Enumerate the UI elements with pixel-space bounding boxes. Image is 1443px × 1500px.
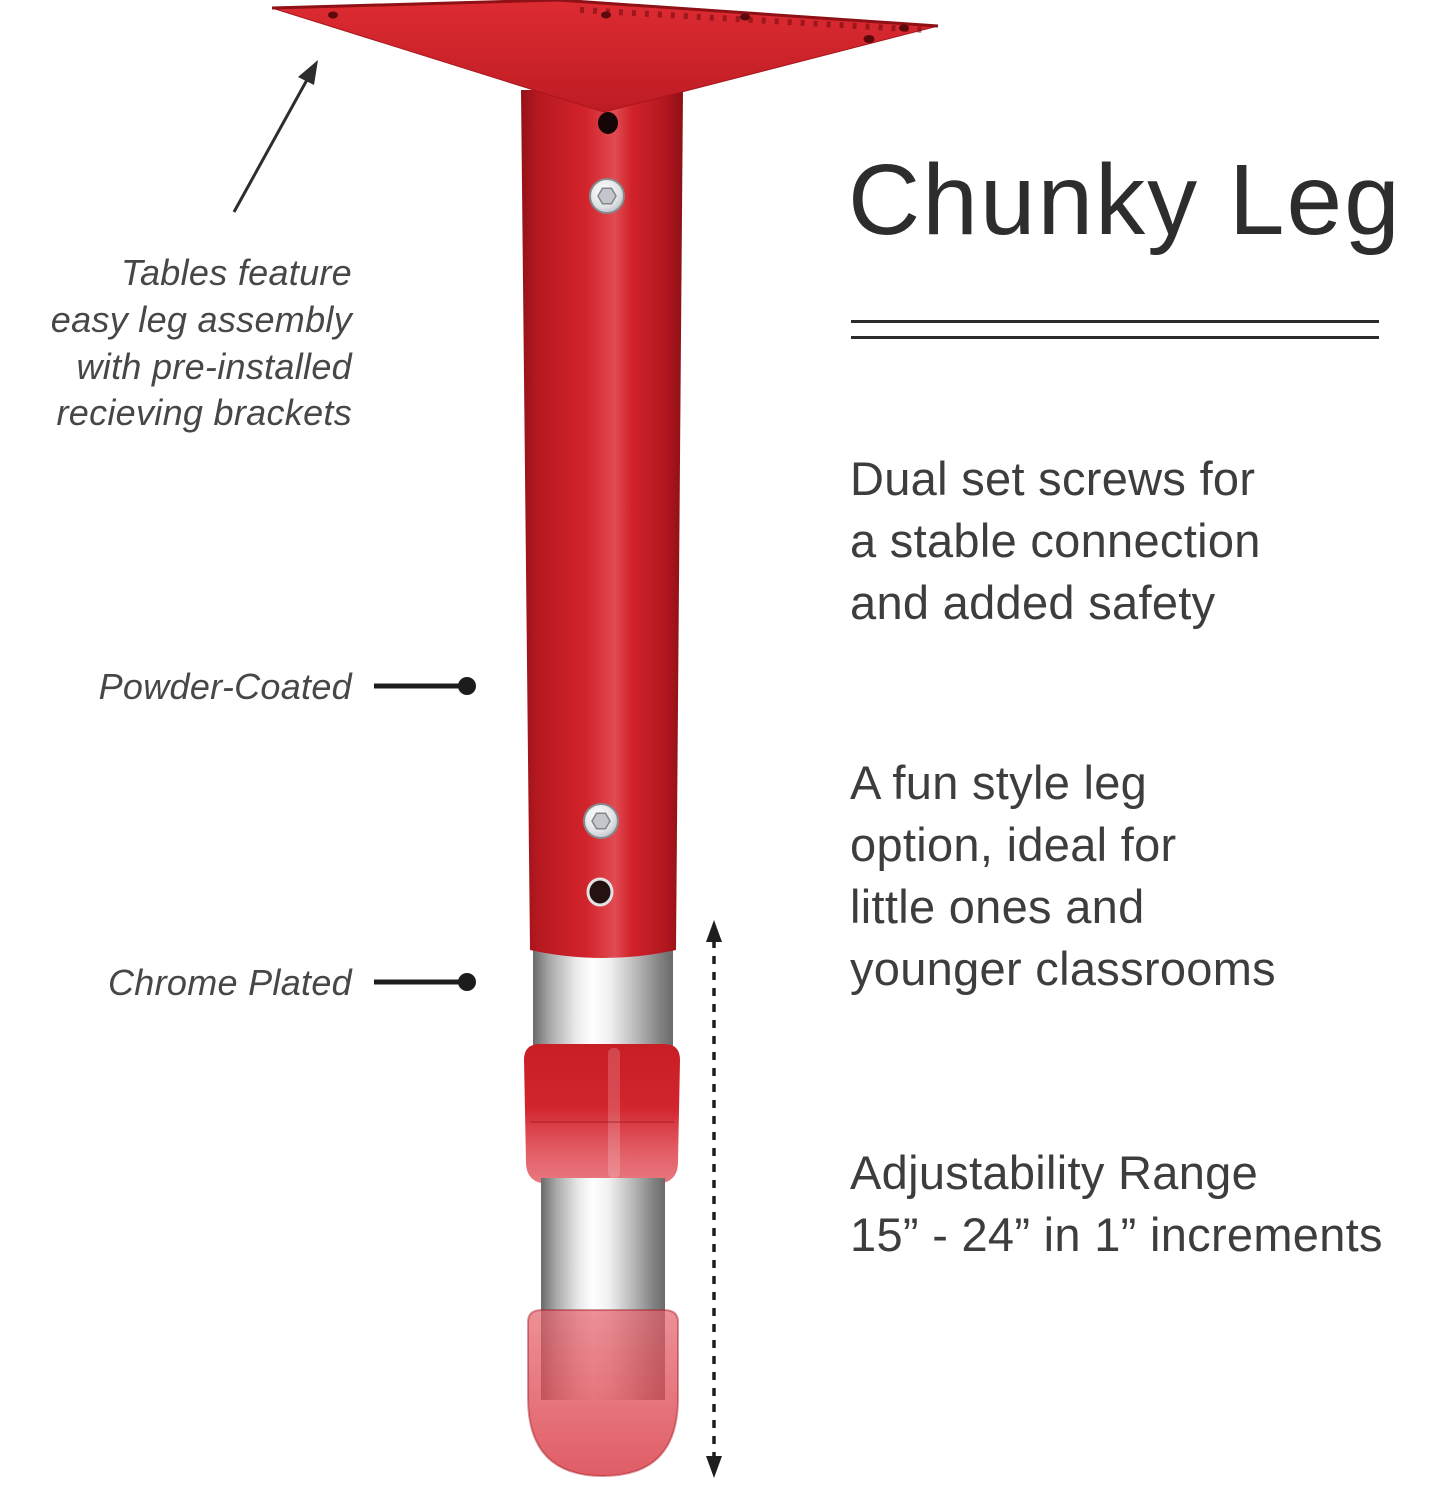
annotation-powder-coated: Powder-Coated <box>98 666 352 707</box>
annotation-chrome-plated: Chrome Plated <box>107 962 352 1003</box>
bottom-cap <box>527 1309 679 1478</box>
title-underline-top <box>851 320 1379 323</box>
feature-fun-style: A fun style leg option, ideal for little… <box>850 756 1276 996</box>
feature-adjustability-range: Adjustability Range 15” - 24” in 1” incr… <box>850 1146 1383 1262</box>
plate-screw-hole <box>899 24 909 32</box>
title-underline-bottom <box>851 336 1379 339</box>
chrome-upper-section <box>533 948 673 1052</box>
plate-screw-hole <box>740 13 750 21</box>
feature-dual-set-screws: Dual set screws for a stable connection … <box>850 452 1261 630</box>
chrome-plated-pointer <box>374 973 476 991</box>
tube-lower-hole <box>586 877 614 907</box>
table-mount-plate <box>271 0 939 113</box>
red-boot-collar <box>524 1044 680 1184</box>
adjustability-range-arrow <box>706 920 722 1478</box>
plate-screw-hole <box>328 11 338 19</box>
product-title: Chunky Leg <box>848 144 1402 256</box>
set-screw-bottom <box>583 803 619 839</box>
assembly-pointer-arrow <box>232 60 318 213</box>
powder-coated-pointer <box>374 677 476 695</box>
tube-top-hole <box>598 112 618 134</box>
plate-screw-hole <box>863 35 875 43</box>
set-screw-top <box>589 178 625 214</box>
plate-screw-hole <box>601 11 611 19</box>
leg-red-tube <box>521 90 683 958</box>
annotation-easy-assembly: Tables feature easy leg assembly with pr… <box>50 252 352 434</box>
